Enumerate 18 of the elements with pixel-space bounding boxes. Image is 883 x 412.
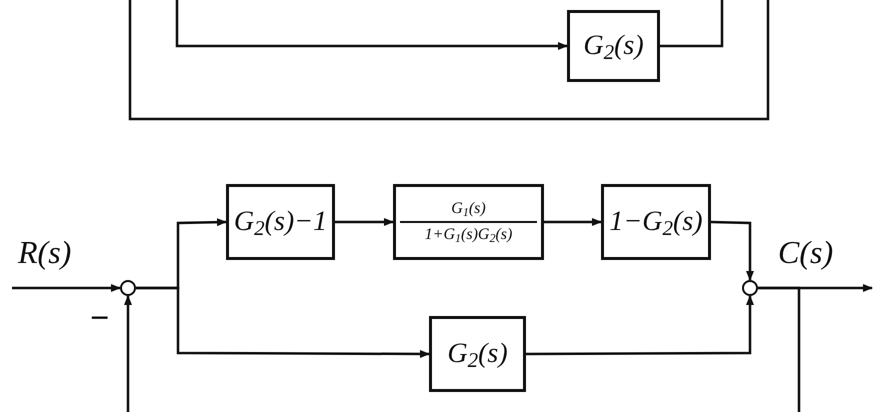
signal-arrow xyxy=(710,220,754,281)
summing-junction xyxy=(742,280,758,296)
signal-arrow xyxy=(136,286,430,358)
minus-sign: − xyxy=(90,302,110,336)
transfer-block: G$_{2}$(s) xyxy=(429,316,526,392)
summing-junction xyxy=(120,280,136,296)
denominator: 1+G$_{1}$(s)G$_{2}$(s) xyxy=(424,224,512,245)
numerator: G$_{1}$(s) xyxy=(451,199,486,222)
signal-arrow xyxy=(526,295,754,356)
signal-arrow xyxy=(124,295,132,412)
transfer-block: 1−G$_{2}$(s) xyxy=(601,184,711,260)
signal-arrow xyxy=(544,218,602,226)
transfer-block: G$_{2}$(s)−1 xyxy=(226,184,335,260)
signal-arrow xyxy=(335,218,394,226)
transfer-block: G$_{2}$(s) xyxy=(567,10,660,82)
fraction-block xyxy=(393,184,544,260)
signal-arrow xyxy=(12,284,121,292)
signal-arrow xyxy=(176,0,568,50)
